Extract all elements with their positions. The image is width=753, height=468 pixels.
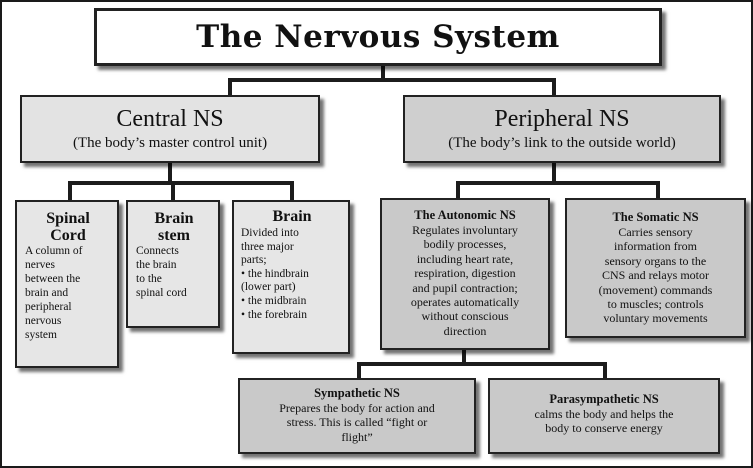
connector-to-sympathetic: [357, 362, 361, 379]
text-line: • the hindbrain: [241, 267, 309, 280]
text-line: nervous: [25, 315, 62, 327]
text-line: Carries sensory: [618, 225, 693, 239]
text-line: and pupil contraction;: [412, 280, 518, 295]
peripheral-ns-subtitle: (The body’s link to the outside world): [448, 135, 676, 151]
text-line: calms the body and helps the: [534, 407, 674, 421]
text-line: the brain: [136, 259, 177, 271]
connector-to-somatic: [656, 181, 660, 199]
connector-central-bar: [68, 181, 294, 185]
text-line: Divided into: [241, 227, 299, 239]
text-line: direction: [443, 323, 487, 338]
text-line: respiration, digestion: [414, 266, 516, 281]
text-line: operates automatically: [410, 295, 520, 310]
central-ns-box: Central NS (The body’s master control un…: [20, 95, 320, 163]
text-line: flight”: [341, 429, 373, 444]
somatic-ns-heading: The Somatic NS: [612, 210, 699, 224]
spinal-cord-heading-line: Cord: [50, 227, 86, 244]
brain-box: Brain Divided into three major parts; • …: [232, 200, 350, 354]
connector-to-brain: [290, 181, 294, 201]
connector-to-peripheral: [552, 78, 556, 96]
text-line: brain and: [25, 287, 69, 299]
connector-to-spinal: [68, 181, 72, 201]
brain-stem-heading-line: stem: [158, 227, 190, 244]
somatic-ns-box: The Somatic NS Carries sensory informati…: [565, 198, 746, 338]
parasympathetic-ns-heading: Parasympathetic NS: [549, 392, 659, 406]
spinal-cord-box: Spinal Cord A column of nerves between t…: [15, 200, 119, 368]
text-line: to the: [136, 273, 162, 285]
spinal-cord-text: A column of nerves between the brain and…: [25, 244, 111, 342]
brain-stem-heading: Brain stem: [136, 210, 212, 244]
text-line: CNS and relays motor: [602, 268, 709, 283]
text-line: without conscious: [421, 309, 509, 324]
connector-to-parasympathetic: [603, 362, 607, 379]
central-ns-heading: Central NS: [116, 106, 224, 132]
connector-to-central: [228, 78, 232, 96]
spinal-cord-heading-line: Spinal: [46, 210, 90, 227]
central-ns-subtitle: (The body’s master control unit): [72, 135, 268, 151]
text-line: peripheral: [25, 301, 72, 313]
sympathetic-ns-box: Sympathetic NS Prepares the body for act…: [238, 378, 476, 454]
text-line: information from: [614, 239, 697, 254]
text-line: (lower part): [241, 281, 296, 294]
text-line: bodily processes,: [423, 237, 507, 252]
text-line: including heart rate,: [416, 251, 514, 266]
connector-central-down: [168, 163, 172, 185]
text-line: (movement) commands: [598, 282, 713, 297]
text-line: Connects: [136, 245, 179, 257]
autonomic-ns-heading: The Autonomic NS: [414, 208, 516, 222]
text-line: sensory organs to the: [604, 253, 707, 268]
connector-to-autonomic: [456, 181, 460, 199]
peripheral-ns-heading: Peripheral NS: [494, 106, 630, 132]
text-line: spinal cord: [136, 287, 187, 299]
text-line: system: [25, 329, 57, 341]
autonomic-ns-text: Regulates involuntary bodily processes, …: [386, 223, 544, 338]
connector-to-stem: [171, 181, 175, 201]
text-line: between the: [25, 273, 81, 285]
text-line: Prepares the body for action and: [279, 401, 435, 415]
text-line: stress. This is called “fight or: [286, 415, 428, 430]
text-line: • the forebrain: [241, 308, 307, 321]
brain-stem-box: Brain stem Connects the brain to the spi…: [126, 200, 220, 328]
text-line: Regulates involuntary: [412, 223, 518, 237]
sympathetic-ns-text: Prepares the body for action and stress.…: [244, 401, 470, 444]
autonomic-ns-box: The Autonomic NS Regulates involuntary b…: [380, 198, 550, 350]
text-line: voluntary movements: [603, 311, 708, 326]
spinal-cord-heading: Spinal Cord: [25, 210, 111, 244]
text-line: nerves: [25, 259, 56, 271]
text-line: body to conserve energy: [545, 421, 663, 436]
text-line: to muscles; controls: [607, 297, 704, 312]
page-title: The Nervous System: [196, 19, 560, 55]
parasympathetic-ns-text: calms the body and helps the body to con…: [494, 407, 714, 436]
brain-heading: Brain: [272, 208, 312, 225]
sympathetic-ns-heading: Sympathetic NS: [314, 386, 400, 400]
text-line: three major: [241, 240, 294, 253]
connector-autonomic-bar: [357, 362, 607, 366]
parasympathetic-ns-box: Parasympathetic NS calms the body and he…: [488, 378, 720, 454]
title-box: The Nervous System: [94, 8, 662, 66]
brain-stem-text: Connects the brain to the spinal cord: [136, 244, 212, 300]
connector-title-down: [381, 66, 385, 82]
text-line: A column of: [25, 245, 83, 257]
connector-peripheral-down: [552, 163, 556, 185]
connector-top-bar: [228, 78, 556, 82]
text-line: • the midbrain: [241, 294, 307, 307]
connector-peripheral-bar: [456, 181, 660, 185]
somatic-ns-text: Carries sensory information from sensory…: [571, 225, 740, 326]
brain-text: Divided into three major parts; • the hi…: [241, 227, 343, 322]
connector-autonomic-down: [462, 350, 466, 366]
brain-stem-heading-line: Brain: [154, 210, 194, 227]
text-line: parts;: [241, 254, 267, 267]
peripheral-ns-box: Peripheral NS (The body’s link to the ou…: [403, 95, 721, 163]
